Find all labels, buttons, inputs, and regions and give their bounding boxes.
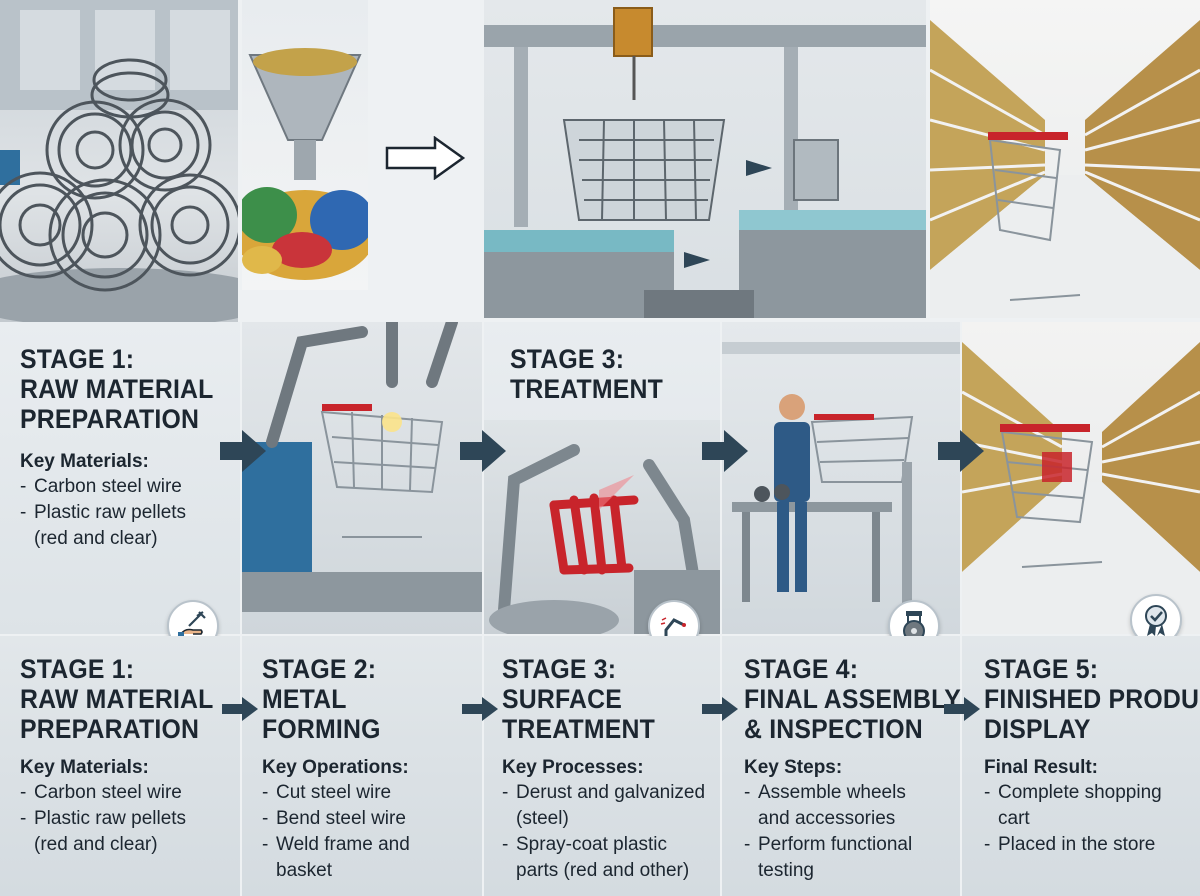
steel-wire-coils-image bbox=[0, 0, 238, 322]
stage2-key-list: -Cut steel wire -Bend steel wire -Weld f… bbox=[262, 780, 410, 884]
list-item: -Carbon steel wire bbox=[20, 476, 182, 497]
stage1-title-line1: STAGE 1: bbox=[20, 654, 135, 684]
stage2-info-panel bbox=[242, 636, 482, 896]
list-item: parts (red and other) bbox=[516, 860, 690, 881]
metal-forming-robots-image bbox=[242, 322, 482, 634]
list-item: (red and clear) bbox=[34, 528, 158, 549]
stage-arrow-icon bbox=[944, 697, 980, 721]
stage3-title-line1: STAGE 3: bbox=[502, 654, 617, 684]
stage2-title-line2: METAL bbox=[262, 684, 347, 714]
stage4-title-line1: STAGE 4: bbox=[744, 654, 859, 684]
award-badge-icon bbox=[1145, 605, 1167, 636]
spray-coating-robots-image bbox=[484, 420, 720, 634]
top-stage3-title-line1: STAGE 3: bbox=[510, 344, 625, 374]
stage5-key-head: Final Result: bbox=[984, 757, 1099, 778]
stage5-info-panel bbox=[962, 636, 1200, 896]
stage1-key-head: Key Materials: bbox=[20, 757, 149, 778]
list-item: -Plastic raw pellets bbox=[20, 502, 187, 523]
stage5-title-line3: DISPLAY bbox=[984, 714, 1091, 744]
stage-arrow-icon bbox=[222, 697, 258, 721]
stage1-key-list: -Carbon steel wire -Plastic raw pellets … bbox=[20, 780, 186, 858]
top-stage3-title-line2: TREATMENT bbox=[510, 374, 663, 404]
plastic-pellets-hopper-image bbox=[242, 0, 368, 290]
final-assembly-worker-image bbox=[722, 322, 960, 634]
list-item: -Weld frame and bbox=[262, 834, 410, 855]
list-item: -Derust and galvanized bbox=[502, 782, 706, 803]
hollow-arrow-icon bbox=[385, 136, 466, 180]
list-item: -Perform functional bbox=[744, 834, 913, 855]
top-stage1-key-list: -Carbon steel wire -Plastic raw pellets … bbox=[20, 474, 186, 552]
stage4-title-line2: FINAL ASSEMBLY bbox=[744, 684, 961, 714]
list-item: -Complete shopping bbox=[984, 782, 1162, 803]
stage-arrow-icon bbox=[702, 430, 748, 472]
supermarket-aisle-image bbox=[930, 0, 1200, 318]
stage3-key-list: -Derust and galvanized (steel) -Spray-co… bbox=[502, 780, 705, 884]
supermarket-cart-display-image bbox=[962, 322, 1200, 634]
list-item: (red and clear) bbox=[34, 834, 158, 855]
list-item: and accessories bbox=[758, 808, 896, 829]
top-stage1-title-line2: RAW MATERIAL bbox=[20, 374, 214, 404]
list-item: testing bbox=[758, 860, 814, 881]
list-item: -Bend steel wire bbox=[262, 808, 406, 829]
stage3-title-line3: TREATMENT bbox=[502, 714, 655, 744]
list-item: cart bbox=[998, 808, 1030, 829]
stage3-info-panel bbox=[484, 636, 720, 896]
list-item: basket bbox=[276, 860, 332, 881]
top-stage1-title-line1: STAGE 1: bbox=[20, 344, 135, 374]
list-item: -Placed in the store bbox=[984, 834, 1156, 855]
stage3-key-head: Key Processes: bbox=[502, 757, 644, 778]
stage1-info-panel-top bbox=[0, 322, 240, 634]
list-item: -Assemble wheels bbox=[744, 782, 906, 803]
stage4-key-list: -Assemble wheels and accessories -Perfor… bbox=[744, 780, 912, 884]
stage1-title-line3: PREPARATION bbox=[20, 714, 200, 744]
stage-arrow-icon bbox=[460, 430, 506, 472]
stage4-key-head: Key Steps: bbox=[744, 757, 843, 778]
top-stage1-title-line3: PREPARATION bbox=[20, 404, 200, 434]
list-item: -Spray-coat plastic bbox=[502, 834, 668, 855]
top-stage1-key-head: Key Materials: bbox=[20, 451, 149, 472]
list-item: (steel) bbox=[516, 808, 569, 829]
stage1-info-panel bbox=[0, 636, 240, 896]
stage5-key-list: -Complete shopping cart -Placed in the s… bbox=[984, 780, 1162, 858]
list-item: -Plastic raw pellets bbox=[20, 808, 187, 829]
stage2-title-line3: FORMING bbox=[262, 714, 381, 744]
stage-arrow-icon bbox=[702, 697, 738, 721]
stage-arrow-icon bbox=[938, 430, 984, 472]
stage5-title-line2: FINISHED PRODUCT bbox=[984, 684, 1200, 714]
stage5-title-line1: STAGE 5: bbox=[984, 654, 1099, 684]
stage2-title-line1: STAGE 2: bbox=[262, 654, 377, 684]
list-item: -Carbon steel wire bbox=[20, 782, 182, 803]
stage4-info-panel bbox=[722, 636, 960, 896]
stage-arrow-icon bbox=[462, 697, 498, 721]
list-item: -Cut steel wire bbox=[262, 782, 392, 803]
stage3-title-line2: SURFACE bbox=[502, 684, 622, 714]
stage-arrow-icon bbox=[220, 430, 266, 472]
stage4-title-line3: & INSPECTION bbox=[744, 714, 923, 744]
galvanizing-tank-image bbox=[484, 0, 926, 318]
stage2-key-head: Key Operations: bbox=[262, 757, 409, 778]
stage1-title-line2: RAW MATERIAL bbox=[20, 684, 214, 714]
